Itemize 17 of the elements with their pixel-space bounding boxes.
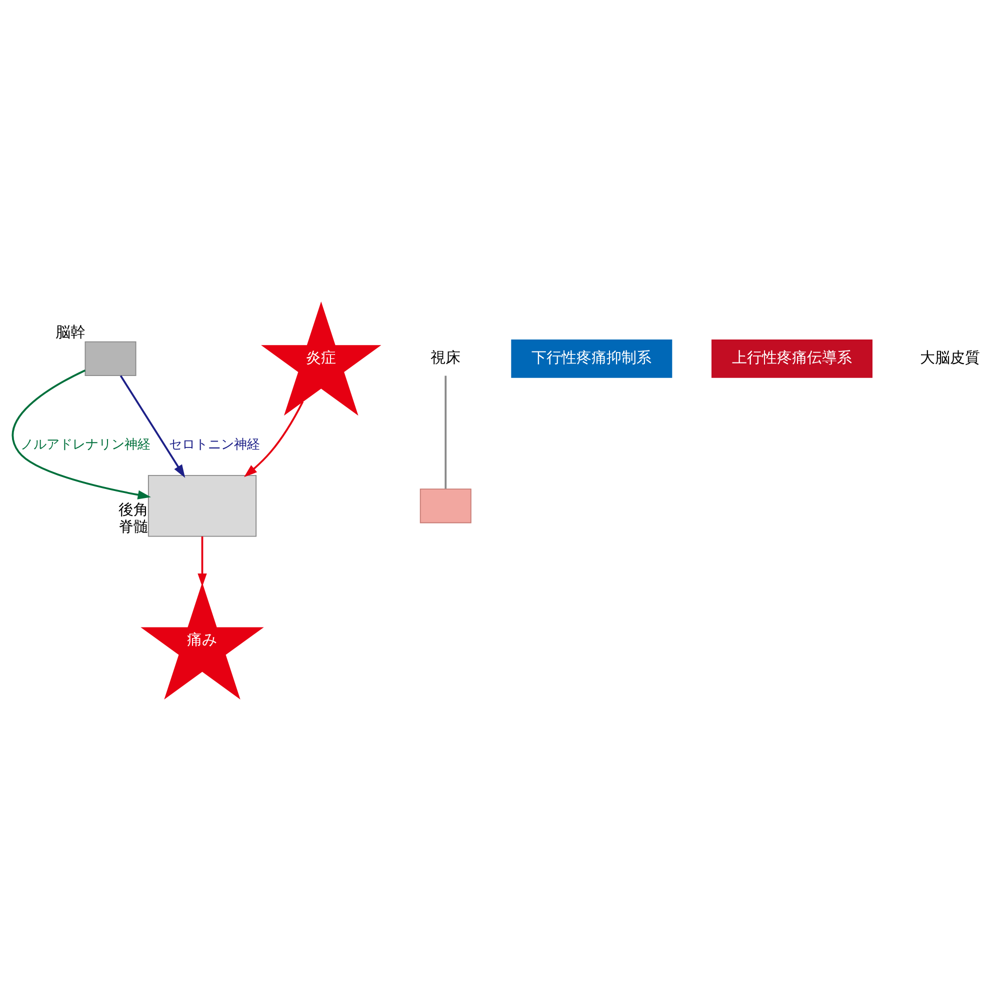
connector xyxy=(444,375,447,488)
edge-label: ノルアドレナリン神経 xyxy=(20,437,151,452)
arrow xyxy=(198,536,207,586)
node-label: 脳幹 xyxy=(55,322,86,340)
arrow xyxy=(120,374,186,478)
edge-label: セロトニン神経 xyxy=(168,437,260,452)
node-box xyxy=(148,474,257,536)
node-box: 上行性疼痛伝導系 xyxy=(711,339,872,378)
node-box xyxy=(420,488,472,523)
node-label: 脊髄 xyxy=(118,516,148,535)
node-box xyxy=(84,340,136,376)
node-box: 下行性疼痛抑制系 xyxy=(511,339,672,378)
arrow xyxy=(12,369,151,499)
node-text: 視床 xyxy=(430,348,461,366)
arrow xyxy=(244,400,304,477)
node-label: 後角 xyxy=(118,500,148,518)
label: 大脳皮質 xyxy=(920,348,980,366)
